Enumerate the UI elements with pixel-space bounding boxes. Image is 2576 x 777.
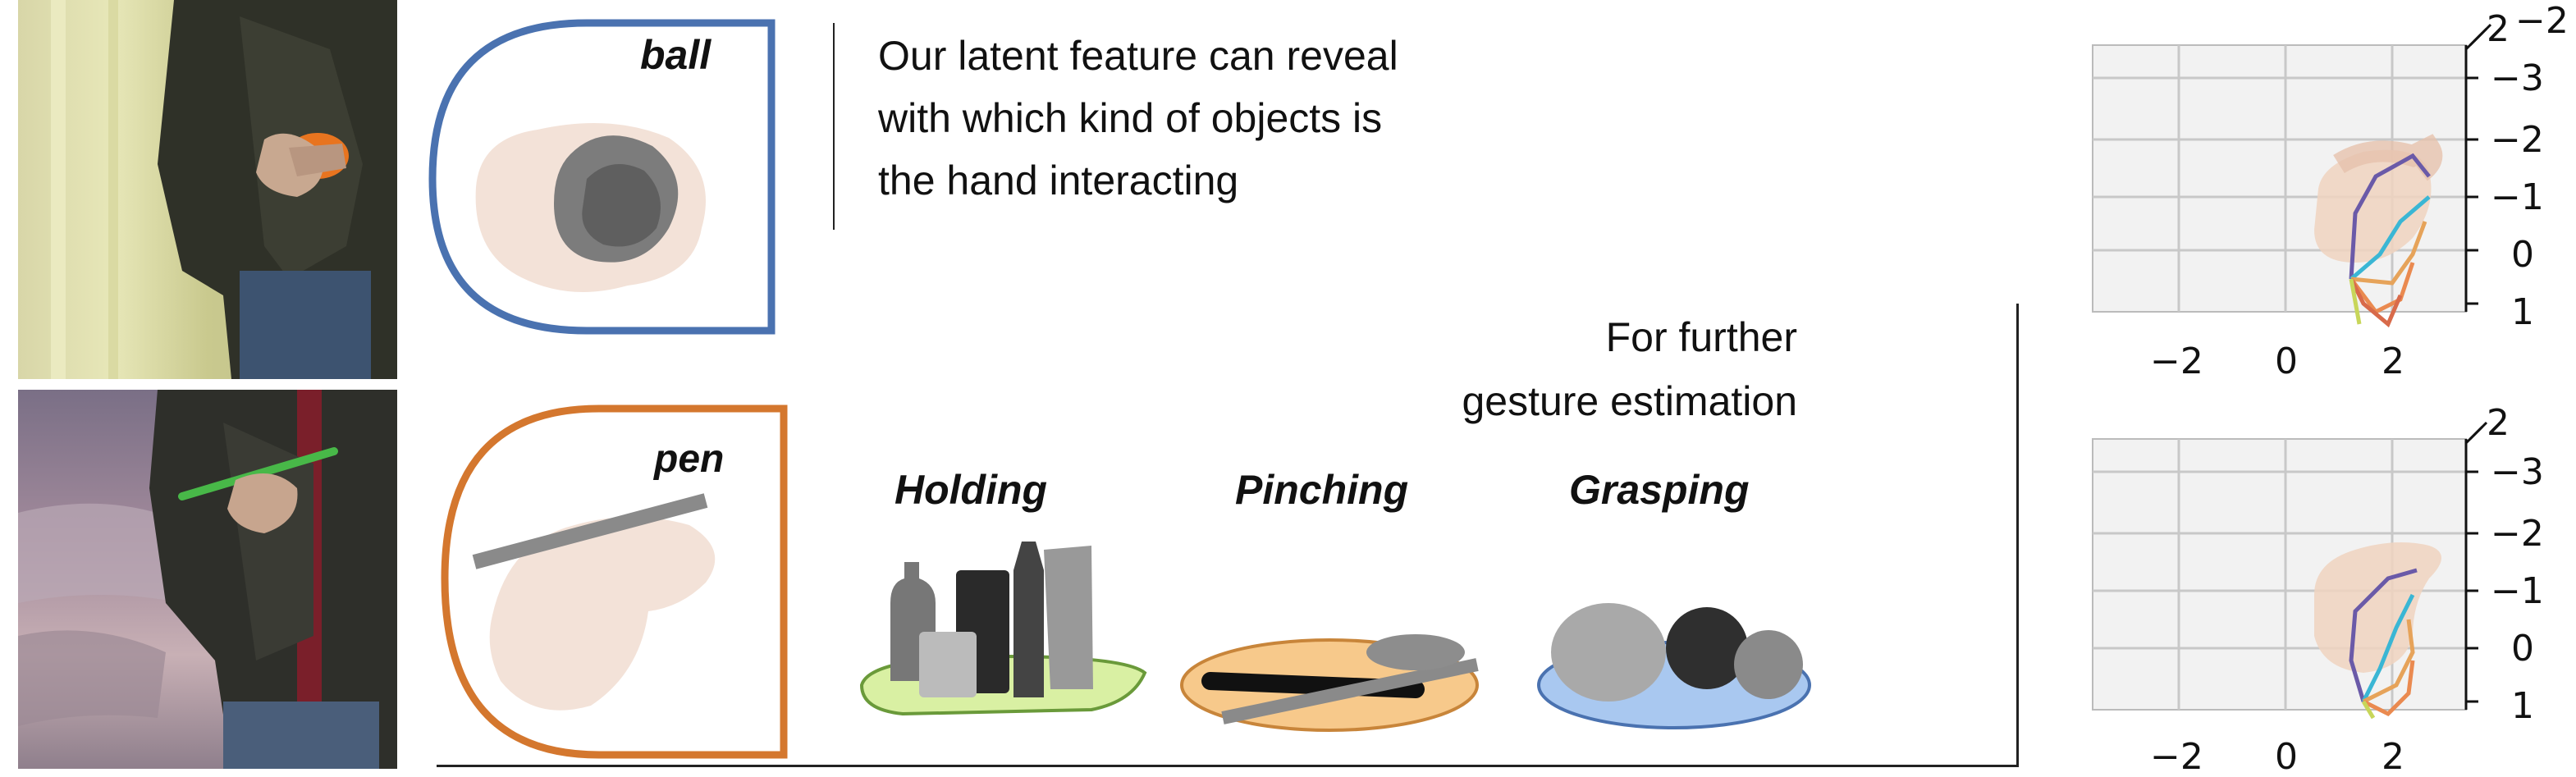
hand-mesh-pen: [489, 517, 716, 711]
caption-text: Our latent feature can reveal with which…: [878, 25, 1398, 212]
bracket-bottom-line: [437, 765, 2019, 767]
further-line-2: gesture estimation: [1462, 378, 1797, 424]
gesture-label-pinching: Pinching: [1235, 467, 1409, 513]
plot1-y-tick-2: −2: [2491, 119, 2544, 161]
further-line-1: For further: [1605, 314, 1797, 360]
plot1-y-tick-4: 0: [2511, 234, 2534, 276]
caption-line-3: the hand interacting: [878, 158, 1239, 203]
caption-line-1: Our latent feature can reveal: [878, 33, 1398, 79]
plot1-x-tick-1: −2: [2150, 341, 2203, 382]
plot2-y-tick-3: −1: [2491, 570, 2544, 612]
plot1-y-tick-1: −3: [2491, 57, 2544, 99]
plot2-y-tick-4: 0: [2511, 628, 2534, 670]
caption-divider: [833, 23, 835, 230]
plot1-x-tick-3: 2: [2382, 341, 2404, 382]
holding-plate: [859, 542, 1147, 716]
photo-hand-pen: [18, 390, 397, 769]
plot1-y-tick-3: −1: [2491, 176, 2544, 218]
pose-plot-1: −3 −2 −1 0 1 2 −2 −2 0 2: [2092, 0, 2569, 382]
gesture-label-grasping: Grasping: [1569, 467, 1750, 513]
plot2-y-tick-5: 1: [2511, 685, 2534, 727]
pose-plot-2: −3 −2 −1 0 1 2 −2 0 2: [2092, 402, 2544, 777]
grasping-plate: [1537, 603, 1811, 729]
plot2-y-tick-2: −2: [2491, 513, 2544, 555]
ball-label: ball: [640, 32, 711, 78]
plot2-x-tick-2: 0: [2275, 736, 2298, 777]
hand-shape-1: [2314, 149, 2432, 263]
plot2-y-tick-1: −3: [2491, 451, 2544, 493]
pinching-plate: [1180, 634, 1479, 732]
pen-frame: [441, 404, 788, 759]
bracket-right-line: [2016, 304, 2019, 767]
skeleton-2: [2349, 568, 2418, 720]
plot2-x-tick-3: 2: [2382, 736, 2404, 777]
skeleton-1: [2349, 153, 2431, 328]
plot1-x-tick-2: 0: [2275, 341, 2298, 382]
photo-hand-ball: [18, 0, 397, 379]
plot2-corner-tick: 2: [2487, 402, 2510, 444]
ball-frame: [428, 19, 776, 335]
gesture-label-holding: Holding: [895, 467, 1048, 513]
plot1-corner-tick: 2: [2487, 8, 2510, 50]
plot1-y-tick-5: 1: [2511, 291, 2534, 333]
plot2-x-tick-1: −2: [2150, 736, 2203, 777]
plot1-corner-tick-2: −2: [2515, 0, 2569, 42]
further-text: For further gesture estimation: [1280, 305, 1797, 433]
caption-line-2: with which kind of objects is: [878, 95, 1383, 141]
pen-mesh: [472, 493, 708, 569]
pen-label: pen: [654, 437, 725, 481]
